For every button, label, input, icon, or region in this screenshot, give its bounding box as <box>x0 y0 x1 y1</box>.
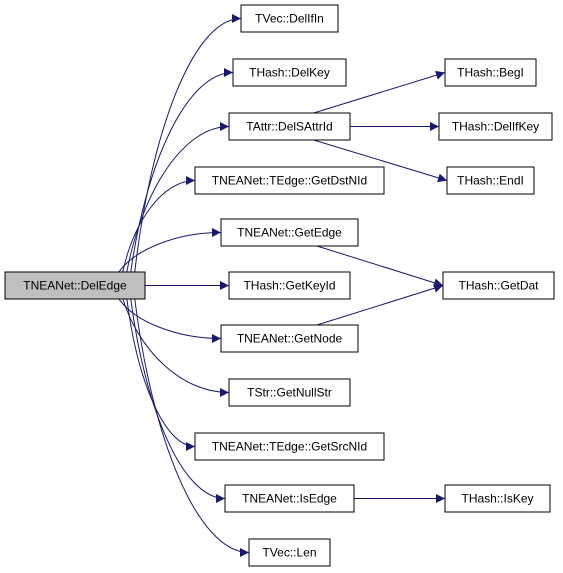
graph-node[interactable]: THash::DelIfKey <box>438 112 553 141</box>
graph-node[interactable]: TVec::Len <box>248 538 331 567</box>
node-label: TNEANet::TEdge::GetSrcNId <box>212 440 367 454</box>
edge-root-to-n2 <box>130 68 234 273</box>
node-label: TStr::GetNullStr <box>247 386 332 400</box>
edge-root-to-n10 <box>130 298 226 503</box>
graph-node[interactable]: TNEANet::IsEdge <box>224 484 355 513</box>
node-label: TAttr::DelSAttrId <box>246 120 332 134</box>
node-box <box>194 432 385 461</box>
edge-n3-to-n12 <box>313 70 446 114</box>
node-box <box>248 538 331 567</box>
node-box <box>442 271 555 300</box>
graph-node[interactable]: TNEANet::TEdge::GetSrcNId <box>194 432 385 461</box>
edge-n3-to-n14 <box>313 139 448 183</box>
root-node[interactable]: TNEANet::DelEdge <box>4 271 146 300</box>
graph-node[interactable]: THash::BegI <box>444 58 537 87</box>
edge-root-to-n5 <box>118 228 222 273</box>
node-label: THash::DelIfKey <box>452 120 539 134</box>
node-box <box>240 4 339 33</box>
graph-node[interactable]: THash::IsKey <box>444 484 551 513</box>
node-label: TVec::DelIfIn <box>255 12 324 26</box>
node-box <box>194 166 385 195</box>
node-label: TNEANet::DelEdge <box>23 279 127 293</box>
node-label: THash::IsKey <box>461 492 533 506</box>
edge-n7-to-n15 <box>316 283 444 326</box>
node-label: TNEANet::IsEdge <box>242 492 337 506</box>
edge-root-to-n11 <box>134 298 250 557</box>
node-box <box>220 324 359 353</box>
node-label: TVec::Len <box>262 546 316 560</box>
node-label: THash::EndI <box>457 174 524 188</box>
graph-node[interactable]: TVec::DelIfIn <box>240 4 339 33</box>
node-box <box>232 58 347 87</box>
node-label: THash::DelKey <box>249 66 330 80</box>
node-box <box>444 484 551 513</box>
edge-root-to-n3 <box>126 122 230 273</box>
node-box <box>446 166 535 195</box>
node-box <box>4 271 146 300</box>
edge-n5-to-n15 <box>316 245 444 288</box>
graph-node[interactable]: TNEANet::GetEdge <box>220 218 359 247</box>
node-box <box>228 378 351 407</box>
graph-node[interactable]: TNEANet::TEdge::GetDstNId <box>194 166 385 195</box>
node-box <box>438 112 553 141</box>
edge-root-to-n7 <box>118 298 222 343</box>
node-label: TNEANet::TEdge::GetDstNId <box>212 174 367 188</box>
node-label: TNEANet::GetEdge <box>237 226 342 240</box>
node-box <box>224 484 355 513</box>
graph-node[interactable]: TNEANet::GetNode <box>220 324 359 353</box>
graph-node[interactable]: THash::GetDat <box>442 271 555 300</box>
node-label: TNEANet::GetNode <box>237 332 343 346</box>
node-box <box>228 271 351 300</box>
node-label: THash::BegI <box>457 66 524 80</box>
node-box <box>444 58 537 87</box>
node-layer: TNEANet::DelEdge TVec::DelIfInTHash::DelK… <box>4 4 555 567</box>
graph-node[interactable]: THash::DelKey <box>232 58 347 87</box>
graph-node[interactable]: TAttr::DelSAttrId <box>228 112 351 141</box>
node-label: THash::GetKeyId <box>243 279 335 293</box>
node-box <box>228 112 351 141</box>
edge-layer <box>118 14 448 557</box>
graph-node[interactable]: THash::EndI <box>446 166 535 195</box>
edge-root-to-n4 <box>122 176 196 273</box>
graph-node[interactable]: THash::GetKeyId <box>228 271 351 300</box>
graph-node[interactable]: TStr::GetNullStr <box>228 378 351 407</box>
node-label: THash::GetDat <box>458 279 539 293</box>
node-box <box>220 218 359 247</box>
